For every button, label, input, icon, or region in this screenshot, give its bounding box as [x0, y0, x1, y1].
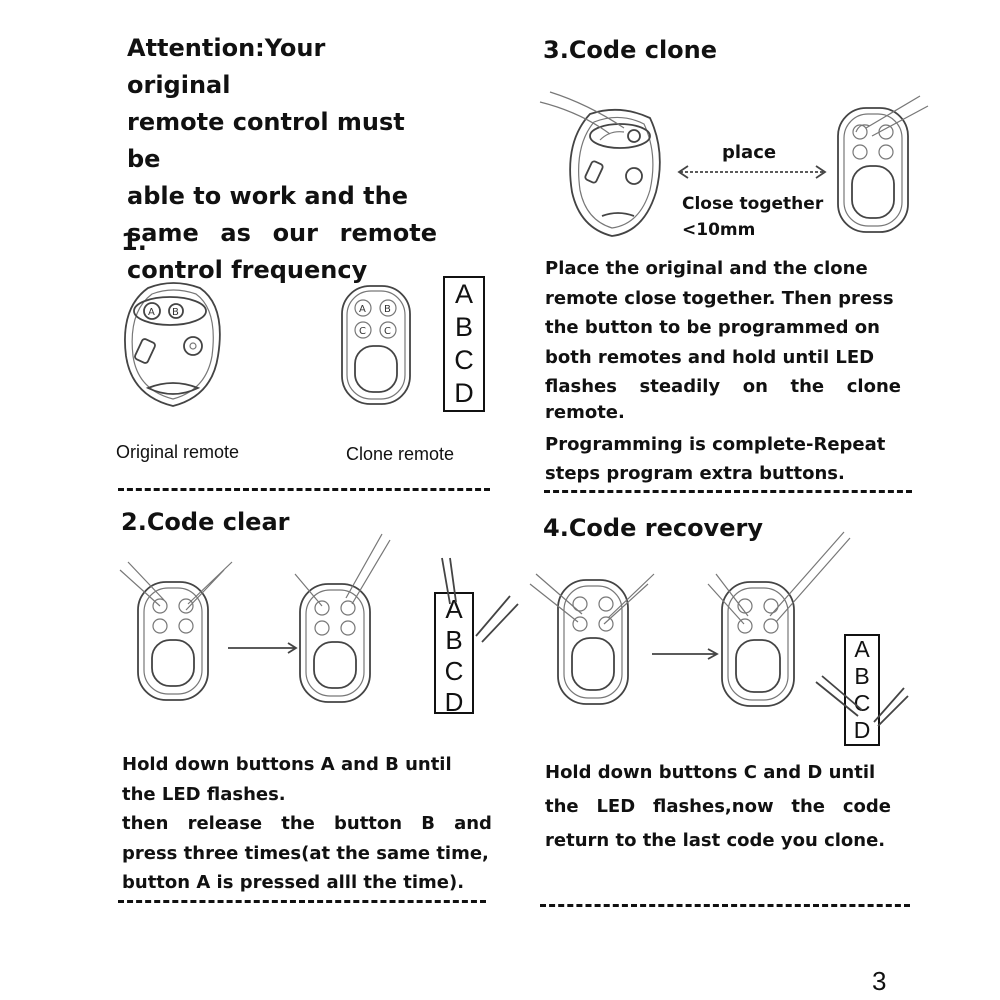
- step2-line: press three times(at the same time,: [122, 842, 489, 864]
- step2-heading: 2.Code clear: [121, 508, 290, 536]
- place-label: place: [722, 142, 777, 163]
- divider-step4: [540, 904, 910, 907]
- divider-step2: [118, 900, 486, 903]
- letter-d: D: [853, 717, 871, 743]
- step4-line: Hold down buttons C and D until: [545, 762, 876, 783]
- step3-line: remote.: [545, 401, 625, 423]
- page-number: 3: [872, 966, 887, 996]
- finger-pointer-icon: [441, 557, 519, 643]
- code-clear-illustration: [119, 533, 391, 703]
- step2-line: button A is pressed alll the time).: [122, 872, 465, 893]
- step3-line: the button to be programmed on: [545, 317, 880, 338]
- clone-button-a-label: A: [359, 304, 366, 315]
- letter-c: C: [454, 345, 474, 375]
- attention-line-4: same as our remote: [127, 215, 437, 252]
- clone-remote-caption: Clone remote: [346, 444, 455, 464]
- distance-label: <10mm: [682, 220, 756, 240]
- original-remote-illustration: A B: [124, 282, 221, 407]
- letter-a: A: [854, 636, 870, 662]
- clone-button-b-label: B: [384, 304, 391, 315]
- clone-button-c-label: C: [359, 326, 366, 337]
- attention-line-2: remote control must be: [127, 108, 405, 173]
- original-remote-caption: Original remote: [116, 442, 240, 462]
- clone-remote-held-illustration: [837, 95, 929, 233]
- code-recovery-illustration: [529, 531, 851, 707]
- letter-b: B: [854, 663, 870, 689]
- step2-word: B: [421, 813, 435, 834]
- divider-step3: [544, 490, 912, 493]
- step3-word: the: [790, 376, 825, 397]
- step2-line: Hold down buttons A and B until: [122, 754, 452, 775]
- letters-panel-step4: A B C D: [844, 634, 880, 746]
- letters-panel-step2: A B C D: [434, 592, 474, 717]
- attention-word: same: [127, 219, 199, 247]
- attention-word: our: [272, 219, 318, 247]
- clone-remote-illustration: A B C C: [341, 285, 411, 405]
- letter-b: B: [454, 312, 473, 342]
- original-button-b-label: B: [172, 307, 179, 318]
- step3-line: Place the original and the clone: [545, 258, 868, 279]
- step3-line-justified: flashes steadily on the clone: [545, 372, 901, 402]
- step4-word: flashes,now: [652, 796, 774, 817]
- step3-word: flashes: [545, 376, 617, 397]
- step2-word: then: [122, 813, 169, 834]
- step4-word: code: [842, 796, 891, 817]
- step3-word: steadily: [639, 376, 721, 397]
- step3-word: on: [742, 376, 768, 397]
- attention-line-5: control frequency: [127, 256, 368, 284]
- letter-d: D: [444, 687, 464, 717]
- finger-pointer-icon: [815, 675, 909, 727]
- step4-heading: 4.Code recovery: [543, 514, 763, 542]
- step3-line: both remotes and hold until LED: [545, 346, 875, 368]
- divider-step1: [118, 488, 490, 491]
- attention-word: as: [220, 219, 251, 247]
- place-arrow: [677, 165, 827, 179]
- step2-word: and: [454, 813, 492, 834]
- step3-line: Programming is complete-Repeat: [545, 433, 886, 455]
- close-together-label: Close together: [682, 194, 824, 214]
- original-remote-held-illustration: [539, 91, 661, 237]
- step3-heading: 3.Code clone: [543, 36, 718, 64]
- attention-word: remote: [339, 219, 437, 247]
- attention-line-1: Attention:Your original: [127, 34, 326, 99]
- letter-b: B: [445, 625, 463, 655]
- letter-c: C: [853, 690, 871, 716]
- step3-word: clone: [846, 376, 901, 397]
- letters-panel-step1: A B C D: [443, 276, 485, 412]
- original-button-a-label: A: [148, 307, 155, 318]
- step2-word: the: [281, 813, 315, 834]
- step4-instructions: Hold down buttons C and D until the LED …: [545, 756, 891, 858]
- step2-line: the LED flashes.: [122, 783, 286, 805]
- step4-line-justified: the LED flashes,now the code: [545, 790, 891, 824]
- attention-note: Attention:Your original remote control m…: [127, 30, 437, 289]
- step4-line: return to the last code you clone.: [545, 830, 886, 851]
- attention-line-3: able to work and the: [127, 182, 409, 210]
- step2-word: release: [187, 813, 263, 834]
- letter-c: C: [444, 656, 464, 686]
- step4-word: LED: [596, 796, 636, 817]
- step4-word: the: [791, 796, 826, 817]
- letter-a: A: [454, 279, 473, 309]
- step4-word: the: [545, 796, 579, 817]
- letter-d: D: [454, 378, 474, 408]
- step3-line: remote close together. Then press: [545, 287, 894, 309]
- step2-instructions: Hold down buttons A and B until the LED …: [122, 750, 492, 898]
- step2-line-justified: then release the button B and: [122, 809, 492, 839]
- step1-heading: 1.: [121, 228, 147, 256]
- step3-line: steps program extra buttons.: [545, 463, 845, 484]
- step2-word: button: [334, 813, 403, 834]
- clone-button-c2-label: C: [384, 326, 391, 337]
- step3-instructions: Place the original and the clone remote …: [545, 254, 901, 489]
